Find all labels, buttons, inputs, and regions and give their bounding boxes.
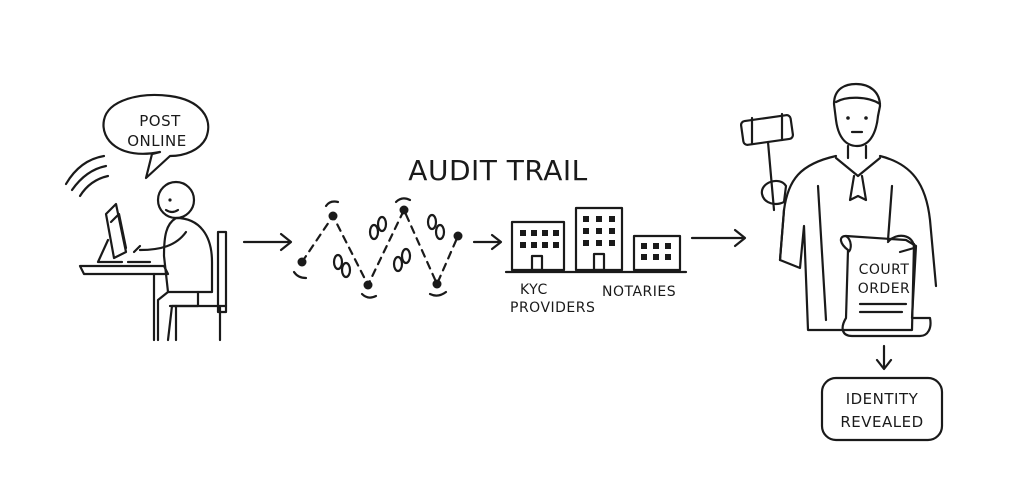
arrow-to-institutions xyxy=(472,233,503,251)
office-building-icon xyxy=(574,206,624,272)
chair xyxy=(168,230,228,342)
identity-revealed-box: IDENTITY REVEALED xyxy=(820,376,944,442)
desk xyxy=(78,260,170,342)
kyc-provider-building-icon xyxy=(510,220,566,272)
audit-trail-title: AUDIT TRAIL xyxy=(408,154,587,187)
footprint-icon xyxy=(392,247,412,273)
bubble-text-line2: ONLINE xyxy=(127,132,187,150)
gavel-icon xyxy=(739,112,795,212)
result-text-line1: IDENTITY xyxy=(846,390,919,408)
footprint-trail xyxy=(292,197,463,299)
speech-bubble: POST ONLINE xyxy=(102,93,210,180)
kyc-label-line1: KYC xyxy=(520,282,548,298)
arrow-to-trail xyxy=(242,232,293,252)
bubble-text-line1: POST xyxy=(139,112,181,130)
notaries-label: NOTARIES xyxy=(602,284,676,300)
arrow-to-result xyxy=(875,344,893,371)
footprint-icon xyxy=(368,215,388,241)
court-order-scroll-icon: COURT ORDER xyxy=(839,234,932,338)
wifi-signal-icon xyxy=(64,154,110,198)
person-at-computer: POST ONLINE xyxy=(64,93,228,342)
notary-building-icon xyxy=(632,234,682,272)
kyc-label-line2: PROVIDERS xyxy=(510,300,595,316)
scroll-text-line2: ORDER xyxy=(858,281,911,297)
monitor-icon xyxy=(96,202,128,264)
scroll-text-line1: COURT xyxy=(859,262,910,278)
judge-figure xyxy=(739,82,938,332)
result-text-line2: REVEALED xyxy=(840,413,923,431)
arrow-to-judge xyxy=(690,228,747,248)
footprint-icon xyxy=(426,213,446,241)
footprint-icon xyxy=(332,253,352,279)
